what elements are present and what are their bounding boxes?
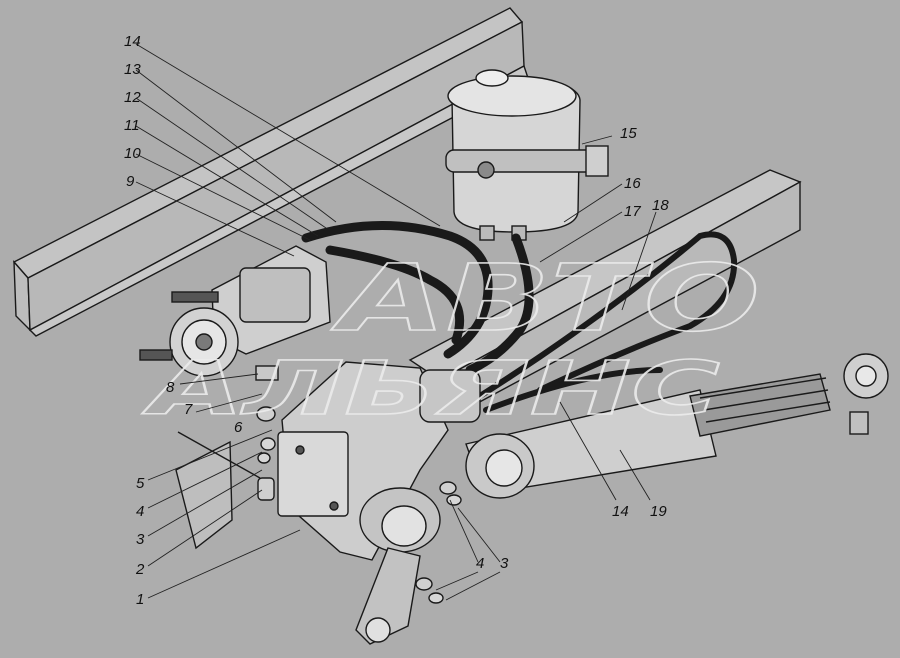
- callout-14-top: 14: [124, 33, 141, 50]
- watermark: АВТО АЛЬЯНС: [141, 244, 761, 433]
- hydraulic-lines: [301, 220, 738, 413]
- callout-4-right: 4: [476, 555, 484, 572]
- callout-4-left: 4: [136, 503, 144, 520]
- callout-7: 7: [184, 401, 193, 418]
- callout-12: 12: [124, 89, 141, 106]
- callout-5: 5: [136, 475, 145, 492]
- callout-labels: 14 13 12 11 10 9 15 16 17 18 8 7 6 5 4 3…: [124, 33, 669, 608]
- callout-16: 16: [624, 175, 641, 192]
- watermark-line1: АВТО: [331, 245, 760, 352]
- callout-3-right: 3: [500, 555, 509, 572]
- callout-13: 13: [124, 61, 141, 78]
- callout-10: 10: [124, 145, 141, 162]
- reservoir-tank: [445, 69, 609, 241]
- callout-1: 1: [136, 591, 144, 608]
- power-cylinder: [465, 353, 889, 499]
- callout-19: 19: [650, 503, 667, 520]
- steering-gear-housing: [277, 361, 481, 645]
- callout-6: 6: [234, 419, 243, 436]
- callout-18: 18: [652, 197, 669, 214]
- callout-15: 15: [620, 125, 637, 142]
- fasteners: [177, 365, 462, 604]
- watermark-line2: АЛЬЯНС: [142, 346, 720, 432]
- callout-17: 17: [624, 203, 641, 220]
- callout-9: 9: [126, 173, 135, 190]
- callout-14-bottom: 14: [612, 503, 629, 520]
- callout-11: 11: [124, 117, 140, 134]
- callout-3-left: 3: [136, 531, 145, 548]
- steering-pump: [139, 245, 331, 377]
- callout-8: 8: [166, 379, 175, 396]
- callout-2: 2: [135, 561, 145, 578]
- leader-lines: [135, 43, 657, 601]
